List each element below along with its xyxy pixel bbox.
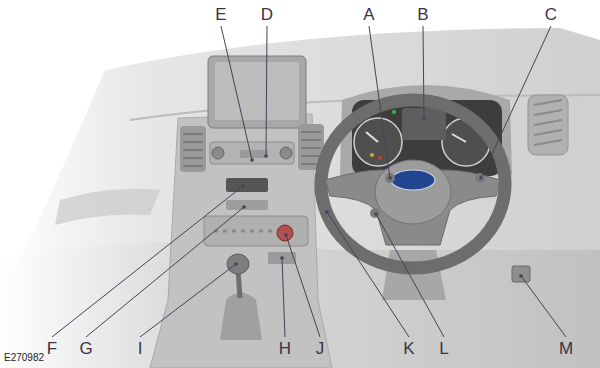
callout-letter: M [559, 340, 573, 357]
callout-letter: A [363, 6, 374, 23]
callout-letter: E [215, 6, 226, 23]
label-anchor: M [559, 340, 573, 358]
callout-letter: G [79, 340, 92, 357]
label-anchor: I [138, 340, 143, 358]
figure-code: E270982 [4, 353, 44, 363]
label-anchor: L [439, 340, 448, 358]
label-anchor: G [79, 340, 92, 358]
callout-letter: K [403, 340, 414, 357]
label-anchor: J [316, 340, 325, 358]
callout-letter: D [261, 6, 273, 23]
label-anchor: B [417, 6, 428, 24]
label-anchor: F [47, 340, 57, 358]
callout-letter: F [47, 340, 57, 357]
label-anchor: K [403, 340, 414, 358]
label-anchor: C [545, 6, 557, 24]
callout-letter: B [417, 6, 428, 23]
callout-letter: L [439, 340, 448, 357]
label-anchor: E270982 [4, 347, 44, 365]
callout-letter: C [545, 6, 557, 23]
label-anchor: E [215, 6, 226, 24]
callout-letter: H [279, 340, 291, 357]
label-anchor: A [363, 6, 374, 24]
label-anchor: H [279, 340, 291, 358]
callout-letter: J [316, 340, 325, 357]
leader-dots [234, 116, 523, 278]
callout-letter: I [138, 340, 143, 357]
label-anchor: D [261, 6, 273, 24]
leader-lines [52, 26, 566, 337]
